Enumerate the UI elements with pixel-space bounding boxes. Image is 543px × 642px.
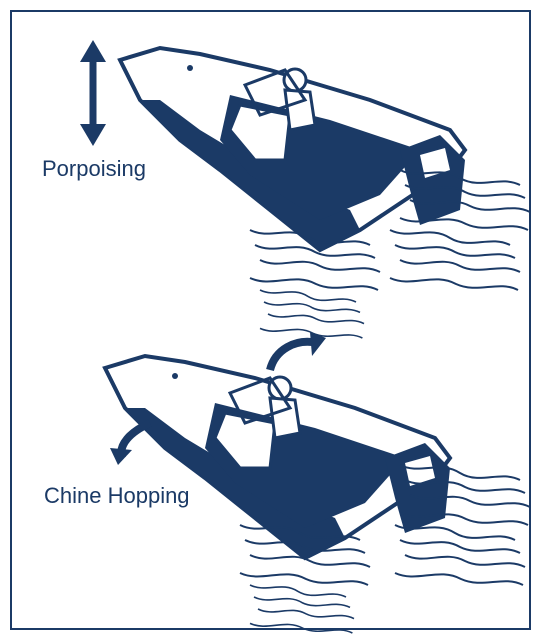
chine-hopping-label: Chine Hopping (44, 483, 190, 509)
boat-porpoising (120, 48, 530, 338)
double-headed-vertical-arrow-icon (80, 40, 106, 146)
porpoising-label: Porpoising (42, 156, 146, 182)
